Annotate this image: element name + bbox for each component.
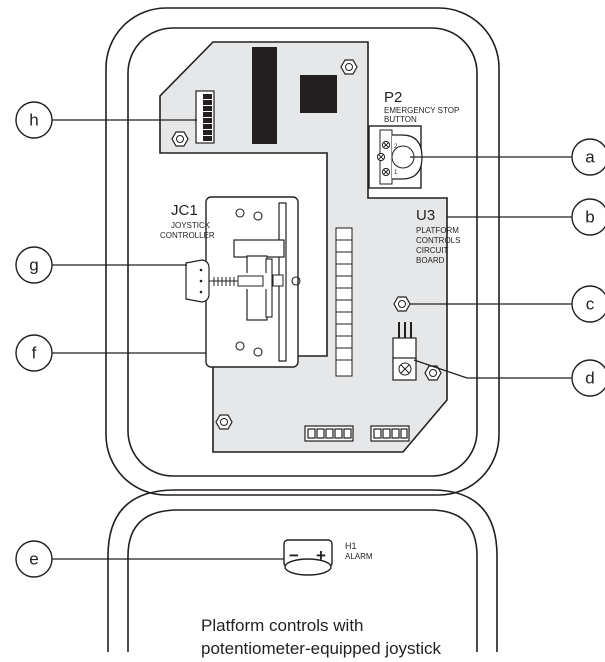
svg-text:f: f <box>32 344 37 363</box>
mounting-screw-left <box>171 131 189 147</box>
callout-d: d <box>571 359 605 397</box>
bottom-connector-left <box>304 425 354 442</box>
jc1-id-label: JC1 <box>171 202 198 219</box>
alarm-minus-sign: − <box>289 546 299 565</box>
diagram-caption: Platform controls with potentiometer-equ… <box>201 614 561 660</box>
potentiometer-header <box>392 322 417 381</box>
bottom-connector-right <box>370 425 410 442</box>
u3-id-label: U3 <box>416 207 435 224</box>
h1-desc-line1: ALARM <box>345 552 373 561</box>
u3-desc-line3: CIRCUIT <box>416 246 449 255</box>
svg-text:b: b <box>585 208 594 227</box>
h1-id-label: H1 <box>345 541 357 551</box>
u3-desc-line4: BOARD <box>416 256 445 265</box>
mounting-screw-lower-right <box>424 365 442 381</box>
svg-text:a: a <box>585 148 595 167</box>
callout-a: a <box>571 138 605 176</box>
svg-text:e: e <box>29 550 38 569</box>
vertical-connector <box>335 227 353 377</box>
switch-pin-2: 2 <box>394 144 398 150</box>
u3-desc-line1: PLATFORM <box>416 226 459 235</box>
callout-h: h <box>15 101 53 139</box>
switch-pin-1: 1 <box>394 170 398 176</box>
u3-desc-line2: CONTROLS <box>416 236 460 245</box>
joystick-controller <box>185 196 301 368</box>
callout-f: f <box>15 334 53 372</box>
alarm-h1: − + <box>283 539 333 576</box>
circuit-board <box>159 41 448 453</box>
callout-b: b <box>571 198 605 236</box>
svg-text:c: c <box>586 295 595 314</box>
mounting-screw-c <box>393 296 411 312</box>
lower-enclosure <box>107 489 498 652</box>
callout-e: e <box>15 540 53 578</box>
square-chip <box>300 75 337 113</box>
mounting-screw-top-right <box>340 59 358 75</box>
caption-line-1: Platform controls with <box>201 616 364 635</box>
callout-g: g <box>15 246 53 284</box>
upper-enclosure <box>105 7 500 496</box>
p2-desc-line2: BUTTON <box>384 115 417 124</box>
jc1-desc-line2: CONTROLLER <box>160 231 215 240</box>
mounting-screw-bottom-left <box>215 414 233 430</box>
tall-chip <box>252 47 277 144</box>
p2-id-label: P2 <box>384 89 402 106</box>
svg-text:g: g <box>29 256 38 275</box>
caption-line-2: potentiometer-equipped joystick <box>201 639 442 658</box>
leader-lines <box>51 119 572 560</box>
dip-switch <box>195 90 215 144</box>
callout-c: c <box>571 285 605 323</box>
alarm-plus-sign: + <box>316 546 326 565</box>
jc1-desc-line1: JOYSTICK <box>171 221 211 230</box>
svg-text:h: h <box>29 111 38 130</box>
p2-desc-line1: EMERGENCY STOP <box>384 106 459 115</box>
svg-text:d: d <box>585 369 594 388</box>
